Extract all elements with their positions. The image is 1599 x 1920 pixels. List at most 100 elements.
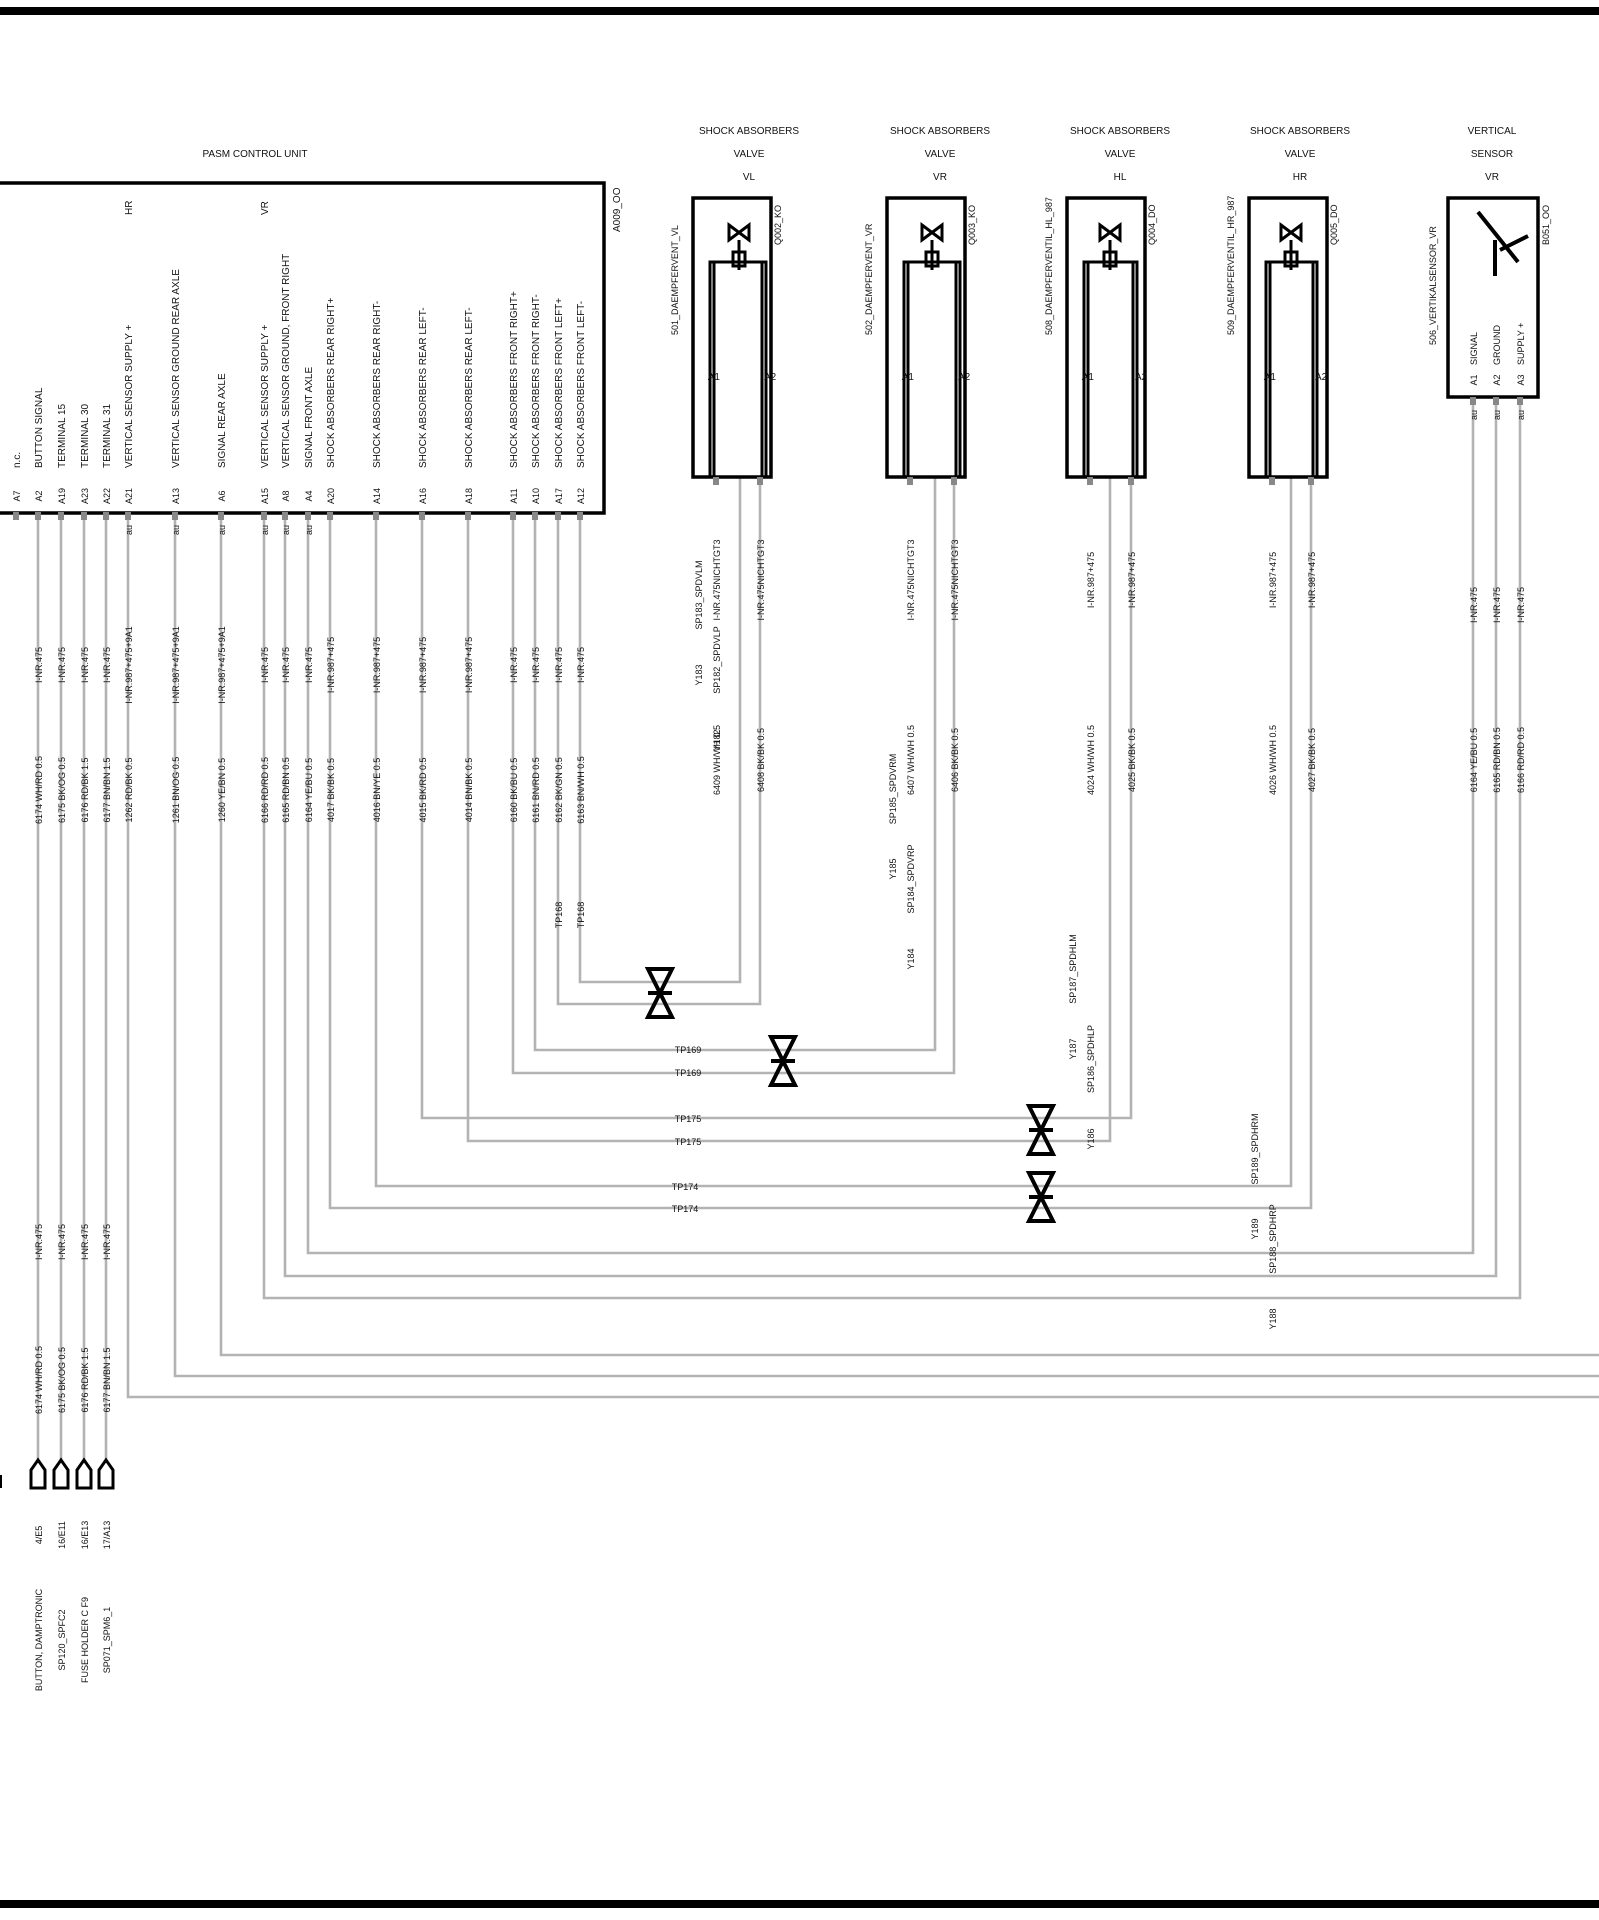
valve-pin-stub bbox=[1087, 477, 1093, 485]
cu-pin-number-A23: A23 bbox=[80, 488, 90, 504]
valve-net-left: I-NR.987+475 bbox=[1086, 552, 1096, 608]
sensor-au-label: au bbox=[1492, 410, 1502, 420]
cu-net-label-A4: I-NR.475 bbox=[304, 647, 314, 683]
valve-coil-lines bbox=[906, 262, 958, 477]
bottom-net-label: I-NR.475 bbox=[102, 1224, 112, 1260]
valve-position: HR bbox=[1293, 172, 1307, 183]
valve-splice-left: SP185_SPDVRM bbox=[888, 754, 898, 825]
splice-symbol-3 bbox=[1025, 1104, 1057, 1156]
valve-y-left: Y183 bbox=[694, 664, 704, 685]
bottom-net-label: I-NR.475 bbox=[57, 1224, 67, 1260]
valve-pin-a2: A2 bbox=[958, 372, 971, 383]
cu-pin-stub-A12 bbox=[577, 512, 583, 520]
cu-pin-number-A20: A20 bbox=[326, 488, 336, 504]
au-label: au bbox=[124, 525, 134, 535]
cu-net-label-A20: I-NR.987+475 bbox=[326, 637, 336, 693]
bottom-net-label: I-NR.475 bbox=[34, 1224, 44, 1260]
valve-pin-stub bbox=[1308, 477, 1314, 485]
valve-position: VR bbox=[933, 172, 947, 183]
valve-symbol-icon bbox=[727, 222, 751, 243]
bottom-wire-label: 6176 RD/BK 1.5 bbox=[80, 1347, 90, 1412]
cu-net-label-A19: I-NR.475 bbox=[57, 647, 67, 683]
valve-subtitle: VALVE bbox=[1105, 149, 1136, 160]
tp-label-tp169: TP169 bbox=[675, 1068, 702, 1078]
cu-wire-label-A10: 6161 BN/RD 0.5 bbox=[531, 757, 541, 823]
cu-wire-A13 bbox=[173, 514, 1599, 1378]
cu-pin-label-A14: SHOCK ABSORBERS REAR RIGHT- bbox=[372, 301, 383, 468]
au-label: au bbox=[260, 525, 270, 535]
valve-net-right: I-NR.475NICHTGT3 bbox=[756, 539, 766, 620]
valve-wire-left: 6407 WH/WH 0.5 bbox=[906, 725, 916, 795]
sensor-pin-number: A2 bbox=[1492, 374, 1502, 385]
cu-wire-label-A22: 6177 BN/BN 1.5 bbox=[102, 757, 112, 822]
valve-pin-a1: A1 bbox=[902, 372, 915, 383]
cu-pin-stub-A8 bbox=[282, 512, 288, 520]
cu-pin-label-A6: SIGNAL REAR AXLE bbox=[217, 373, 228, 468]
valve-y-right: Y186 bbox=[1086, 1128, 1096, 1149]
cu-pin-number-A8: A8 bbox=[281, 490, 291, 501]
valve-symbol-icon bbox=[1279, 222, 1303, 243]
valve-id: Q002_KO bbox=[773, 205, 783, 245]
valve-box-VR bbox=[885, 196, 967, 479]
valve-box-HR bbox=[1247, 196, 1329, 479]
bottom-ref-label: 16/E11 bbox=[57, 1521, 67, 1549]
valve-pin-a2: A2 bbox=[1135, 372, 1148, 383]
valve-id: Q003_KO bbox=[967, 205, 977, 245]
cu-pin-label-A11: SHOCK ABSORBERS FRONT RIGHT+ bbox=[509, 291, 520, 468]
cu-pin-stub-A18 bbox=[465, 512, 471, 520]
sensor-symbol-icon bbox=[1476, 210, 1529, 276]
valve-name: 509_DAEMPFERVENTIL_HR_987 bbox=[1226, 196, 1236, 335]
sensor-pin-stub bbox=[1470, 397, 1476, 405]
cu-pin-number-A2: A2 bbox=[34, 490, 44, 501]
valve-pin-a2: A2 bbox=[1315, 372, 1328, 383]
valve-splice-left: SP189_SPDHRM bbox=[1250, 1113, 1260, 1184]
valve-pin-stub bbox=[951, 477, 957, 485]
valve-position: VL bbox=[743, 172, 756, 183]
valve-symbol-icon bbox=[920, 222, 944, 243]
cu-net-label-A22: I-NR.475 bbox=[102, 647, 112, 683]
sensor-subtitle: SENSOR bbox=[1471, 149, 1513, 160]
valve-coil-lines bbox=[712, 262, 764, 477]
valve-title: SHOCK ABSORBERS bbox=[699, 126, 799, 137]
cu-wire-A12 bbox=[578, 475, 742, 984]
valve-wire-right: 6406 BK/BK 0.5 bbox=[950, 728, 960, 792]
valve-box-VL bbox=[691, 196, 773, 479]
valve-pin-stub bbox=[713, 477, 719, 485]
cu-wire-A17 bbox=[556, 475, 762, 1006]
au-label: au bbox=[217, 525, 227, 535]
cu-wire-label-A13: 1261 BN/OG 0.5 bbox=[171, 757, 181, 824]
cu-wire-label-A23: 6176 RD/BK 1.5 bbox=[80, 757, 90, 822]
valve-position: HL bbox=[1114, 172, 1127, 183]
cu-wire-A15 bbox=[262, 514, 1522, 1300]
sensor-au-label: au bbox=[1516, 410, 1526, 420]
control-unit-box bbox=[0, 181, 606, 515]
valve-splice-right: SP188_SPDHRP bbox=[1268, 1204, 1278, 1274]
valve-y-left: Y187 bbox=[1068, 1038, 1078, 1059]
cu-net-label-A2: I-NR.475 bbox=[34, 647, 44, 683]
valve-pin-a2: A2 bbox=[764, 372, 777, 383]
valve-subtitle: VALVE bbox=[734, 149, 765, 160]
cu-wire-A16 bbox=[420, 475, 1133, 1120]
cu-pin-stub-A13 bbox=[172, 512, 178, 520]
connector-symbol bbox=[29, 1457, 47, 1490]
cu-net-label-A23: I-NR.475 bbox=[80, 647, 90, 683]
cu-net-label-A16: I-NR.987+475 bbox=[418, 637, 428, 693]
cu-pin-stub-A10 bbox=[532, 512, 538, 520]
splice-symbol-2 bbox=[767, 1035, 799, 1087]
cu-net-label-A21: I-NR.987+475+9A1 bbox=[124, 626, 134, 704]
sensor-pin-number: A1 bbox=[1469, 374, 1479, 385]
au-label: au bbox=[304, 525, 314, 535]
valve-name: 508_DAEMPFERVENTIL_HL_987 bbox=[1044, 197, 1054, 335]
cu-pin-label-A20: SHOCK ABSORBERS REAR RIGHT+ bbox=[326, 298, 337, 468]
cu-wire-label-A21: 1262 RD/BK 0.5 bbox=[124, 757, 134, 822]
cu-wire-A4 bbox=[306, 514, 1475, 1255]
cu-wire-label-A11: 6160 BK/BU 0.5 bbox=[509, 758, 519, 823]
cu-wire-label-A2: 6174 WH/RD 0.5 bbox=[34, 756, 44, 824]
cu-wire-label-A15: 6166 RD/RD 0.5 bbox=[260, 757, 270, 823]
cu-pin-label-A16: SHOCK ABSORBERS REAR LEFT- bbox=[418, 307, 429, 468]
valve-splice-right: SP184_SPDVRP bbox=[906, 844, 916, 913]
valve-pin-stub bbox=[757, 477, 763, 485]
valve-name: 501_DAEMPFERVENT_VL bbox=[670, 225, 680, 335]
sensor-wire-label: 6165 RD/BN 0.5 bbox=[1492, 727, 1502, 793]
cu-pin-number-A21: A21 bbox=[124, 488, 134, 504]
